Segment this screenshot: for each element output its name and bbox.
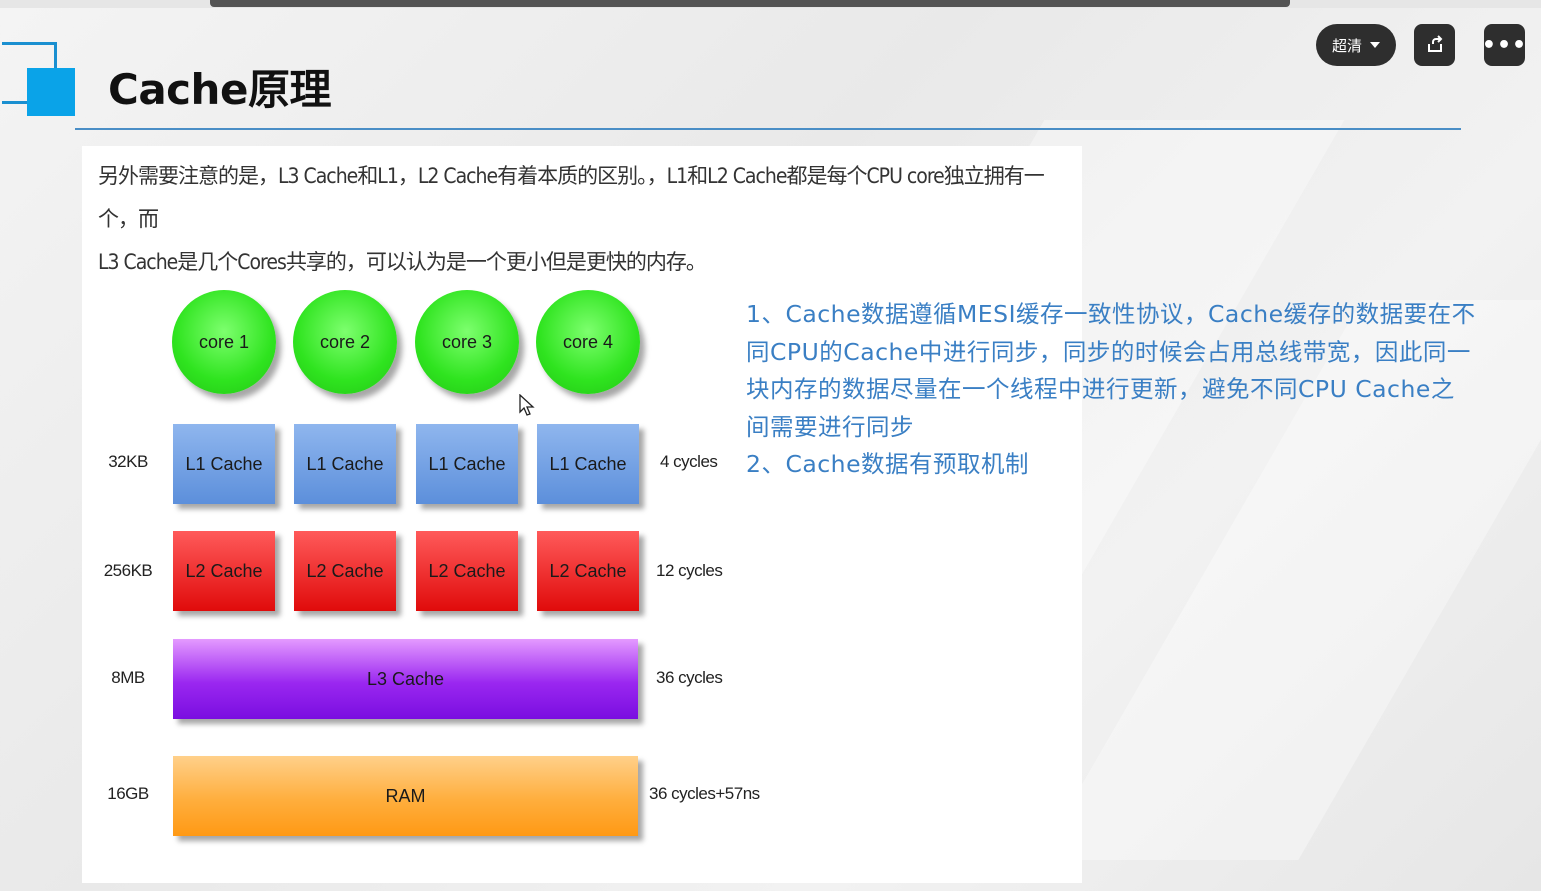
l2-cache-block: L2 Cache <box>537 531 639 611</box>
more-options-button[interactable]: ••• <box>1482 24 1526 66</box>
l1-cache-block: L1 Cache <box>537 424 639 504</box>
l3-latency-label: 36 cycles <box>656 668 723 687</box>
l2-size-label: 256KB <box>103 561 153 580</box>
l3-cache-block: L3 Cache <box>173 639 638 719</box>
slide-title: Cache原理 <box>108 65 331 114</box>
note-point-2: 2、Cache数据有预取机制 <box>746 450 1030 478</box>
core-circle: core 2 <box>293 290 397 394</box>
quality-label: 超清 <box>1331 36 1362 55</box>
ram-latency-label: 36 cycles+57ns <box>649 784 760 803</box>
note-point-1: 1、Cache数据遵循MESI缓存一致性协议，Cache缓存的数据要在不同CPU… <box>746 300 1476 441</box>
l1-size-label: 32KB <box>108 452 148 471</box>
l2-cache-block: L2 Cache <box>416 531 518 611</box>
notes-text: 1、Cache数据遵循MESI缓存一致性协议，Cache缓存的数据要在不同CPU… <box>746 296 1476 484</box>
core-circle: core 4 <box>536 290 640 394</box>
l1-cache-block: L1 Cache <box>173 424 275 504</box>
l3-size-label: 8MB <box>111 668 145 687</box>
intro-text: 另外需要注意的是，L3 Cache和L1，L2 Cache有着本质的区别。，L1… <box>98 155 1078 284</box>
share-icon <box>1427 35 1442 52</box>
ram-size-label: 16GB <box>107 784 149 803</box>
l2-cache-block: L2 Cache <box>173 531 275 611</box>
video-top-bar <box>0 0 1541 8</box>
title-divider <box>75 128 1461 130</box>
quality-select-button[interactable]: 超清 <box>1316 24 1396 66</box>
caret-down-icon <box>1370 42 1380 48</box>
intro-line: 另外需要注意的是，L3 Cache和L1，L2 Cache有着本质的区别。，L1… <box>98 164 1045 231</box>
intro-line: L3 Cache是几个Cores共享的，可以认为是一个更小但是更快的内存。 <box>98 250 707 274</box>
core-circle: core 1 <box>172 290 276 394</box>
l2-latency-label: 12 cycles <box>656 561 723 580</box>
share-button[interactable] <box>1414 24 1455 66</box>
progress-strip <box>210 0 1290 7</box>
core-circle: core 3 <box>415 290 519 394</box>
l1-latency-label: 4 cycles <box>660 452 718 471</box>
slide-logo-square <box>27 68 75 116</box>
mouse-pointer-icon <box>519 394 535 416</box>
l1-cache-block: L1 Cache <box>416 424 518 504</box>
l1-cache-block: L1 Cache <box>294 424 396 504</box>
l2-cache-block: L2 Cache <box>294 531 396 611</box>
ram-block: RAM <box>173 756 638 836</box>
